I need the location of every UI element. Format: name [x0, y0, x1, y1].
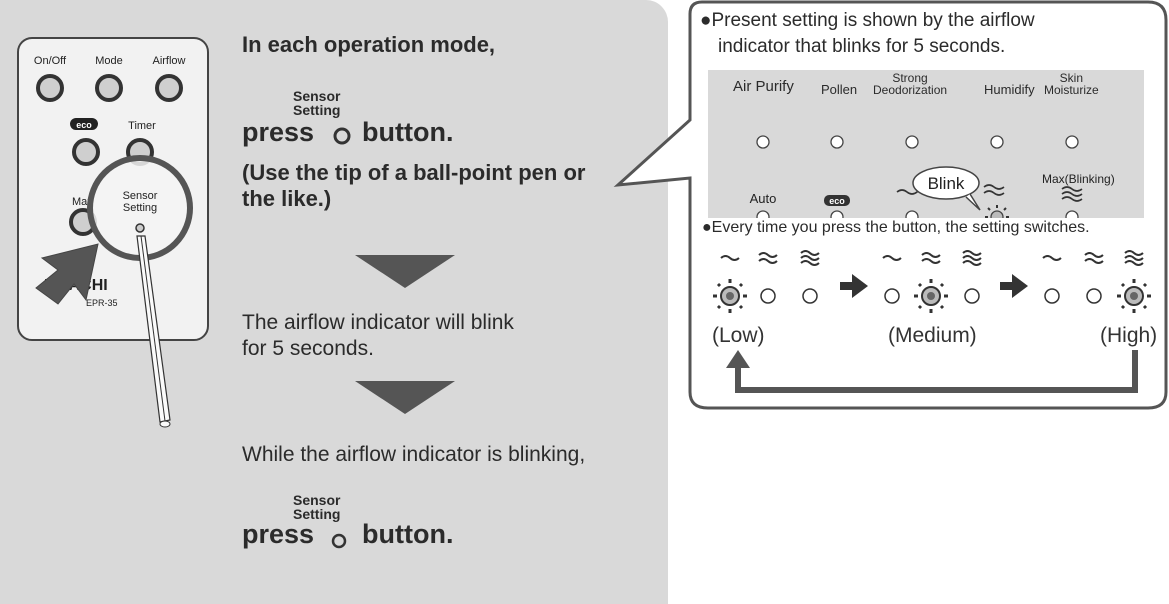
sensor-button-icon [331, 533, 347, 549]
sensor-label-line1: Sensor [123, 190, 158, 202]
lamp-max [1065, 210, 1079, 218]
onoff-label: On/Off [34, 55, 67, 67]
level-low-label: (Low) [712, 324, 765, 347]
blink-lamp-icon [1115, 277, 1153, 315]
step3-intro: While the airflow indicator is blinking, [242, 443, 586, 466]
step2-line1: The airflow indicator will blink [242, 311, 514, 334]
timer-label: Timer [128, 120, 156, 132]
indicator-auto-label: Auto [750, 191, 777, 206]
mode-label: Mode [95, 55, 123, 67]
indicator-lamps: eco Blink Auto Max(Blinking) [750, 135, 1115, 218]
model-label: EPR-35 [86, 298, 118, 308]
level-low-group [711, 250, 820, 315]
lamp-air-purify [756, 135, 770, 149]
level-medium-label: (Medium) [888, 324, 977, 347]
level-high-group [1042, 250, 1153, 315]
pen-note-line1: (Use the tip of a ball-point pen or [242, 160, 586, 185]
lamp-off [964, 288, 980, 304]
step1-sensor-label: Sensor Setting [293, 89, 340, 117]
step2-line2: for 5 seconds. [242, 337, 374, 360]
down-arrow-icon [355, 381, 455, 414]
remote-control-illustration: On/Off Mode Airflow eco Timer Max Sensor… [17, 37, 209, 428]
airflow-sequence-diagram: (Low) (Medium) (High) [711, 250, 1157, 393]
down-arrow-icon [355, 255, 455, 288]
sensor-label-line2: Setting [293, 506, 341, 522]
popup-note2: ●Every time you press the button, the se… [702, 219, 1090, 236]
lamp-pollen [830, 135, 844, 149]
airflow-button [155, 74, 183, 102]
popup-note1-line2: indicator that blinks for 5 seconds. [718, 36, 1006, 57]
airflow-high-icon [1061, 186, 1083, 202]
step1-intro: In each operation mode, [242, 32, 496, 57]
level-medium-group [882, 250, 982, 315]
indicator-skin-moisturize: Skin Moisturize [1044, 72, 1099, 96]
lamp-off [760, 288, 776, 304]
blink-label: Blink [928, 174, 965, 193]
indicator-skin-line2: Moisturize [1044, 83, 1099, 97]
blink-lamp-icon [711, 277, 749, 315]
step1-press-word: press [242, 117, 315, 147]
pointer-arrow [35, 243, 99, 305]
return-arrow-line [735, 350, 1138, 393]
eco-badge [824, 195, 850, 206]
eco-badge-label: eco [829, 196, 845, 206]
return-arrow-head [726, 350, 750, 368]
sensor-setting-button [135, 223, 145, 233]
lamp-off [802, 288, 818, 304]
lamp-humidify [990, 135, 1004, 149]
step1-button-word: button. [362, 117, 454, 147]
lamp-strong-deodorization [905, 135, 919, 149]
step3-button-word: button. [362, 519, 454, 549]
step3-sensor-label: Sensor Setting [293, 493, 340, 521]
right-arrow-icon [840, 274, 868, 298]
sensor-label-line2: Setting [123, 202, 157, 214]
sensor-button-icon [333, 127, 351, 145]
step3-press-word: press [242, 519, 315, 549]
lamp-eco [830, 210, 844, 218]
airflow-medium-icon [983, 184, 1005, 196]
mode-button [95, 74, 123, 102]
eco-label: eco [76, 120, 92, 130]
lamp-blinking-icon [985, 205, 1009, 218]
indicator-strong-line2: Deodorization [873, 83, 948, 97]
sensor-label-line1: Sensor [293, 492, 341, 508]
blink-lamp-icon [912, 277, 950, 315]
right-arrow-icon [1000, 274, 1028, 298]
eco-badge [70, 118, 98, 130]
indicator-pollen: Pollen [821, 82, 858, 97]
eco-button [72, 138, 100, 166]
indicator-strong-deodorization: Strong Deodorization [873, 72, 947, 96]
onoff-button [36, 74, 64, 102]
pen-icon [136, 235, 171, 428]
lamp-airflow-low [905, 210, 919, 218]
sensor-label-line1: Sensor [293, 88, 341, 104]
indicator-max-label: Max(Blinking) [1042, 172, 1115, 186]
level-high-label: (High) [1100, 324, 1157, 347]
popup-note1-line1: ●Present setting is shown by the airflow [700, 10, 1035, 31]
indicator-air-purify: Air Purify [733, 78, 794, 95]
sensor-label-line2: Setting [293, 102, 341, 118]
lamp-off [884, 288, 900, 304]
lamp-off [1044, 288, 1060, 304]
indicator-skin-line1: Skin [1059, 71, 1084, 85]
blink-bubble [912, 166, 980, 200]
indicator-humidify: Humidify [984, 82, 1035, 97]
lamp-auto [756, 210, 770, 218]
indicator-strong-line1: Strong [892, 71, 928, 85]
airflow-label: Airflow [152, 55, 185, 67]
lamp-off [1086, 288, 1102, 304]
lamp-skin-moisturize [1065, 135, 1079, 149]
pen-note-line2: the like.) [242, 186, 332, 211]
